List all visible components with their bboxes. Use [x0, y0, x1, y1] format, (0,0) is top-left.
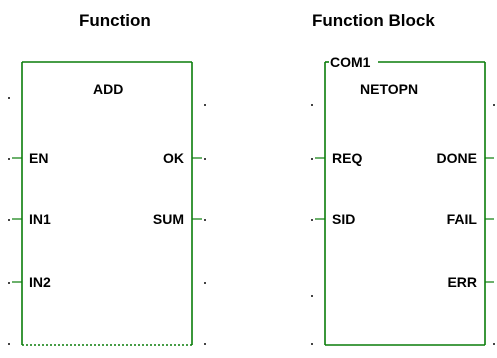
grid-dot [204, 158, 206, 160]
grid-dot [204, 219, 206, 221]
function-box [21, 61, 193, 346]
grid-dot [311, 219, 313, 221]
function-block-box [324, 61, 486, 346]
function-block-heading: Function Block [312, 11, 435, 30]
function-block-instance: COM1 [330, 54, 371, 70]
function-input-in2: IN2 [29, 274, 51, 290]
grid-dot [311, 295, 313, 297]
grid-dot [8, 282, 10, 284]
grid-dot [204, 282, 206, 284]
grid-dot [204, 104, 206, 106]
grid-dot [8, 158, 10, 160]
grid-dot [311, 158, 313, 160]
grid-dot [8, 343, 10, 345]
grid-dot [8, 219, 10, 221]
grid-dot [311, 104, 313, 106]
function-heading: Function [79, 11, 151, 30]
function-output-sum: SUM [153, 211, 184, 227]
function-input-in1: IN1 [29, 211, 51, 227]
function-block-output-done: DONE [437, 150, 477, 166]
function-block-input-sid: SID [332, 211, 355, 227]
function-name: ADD [93, 81, 123, 97]
grid-dot [204, 343, 206, 345]
function-block-name: NETOPN [360, 81, 418, 97]
function-block-input-req: REQ [332, 150, 362, 166]
grid-dot [8, 97, 10, 99]
grid-dot [493, 104, 495, 106]
function-block-output-err: ERR [447, 274, 477, 290]
grid-dot [311, 343, 313, 345]
function-block-output-fail: FAIL [447, 211, 478, 227]
function-output-ok: OK [163, 150, 184, 166]
grid-dot [493, 343, 495, 345]
function-input-en: EN [29, 150, 48, 166]
